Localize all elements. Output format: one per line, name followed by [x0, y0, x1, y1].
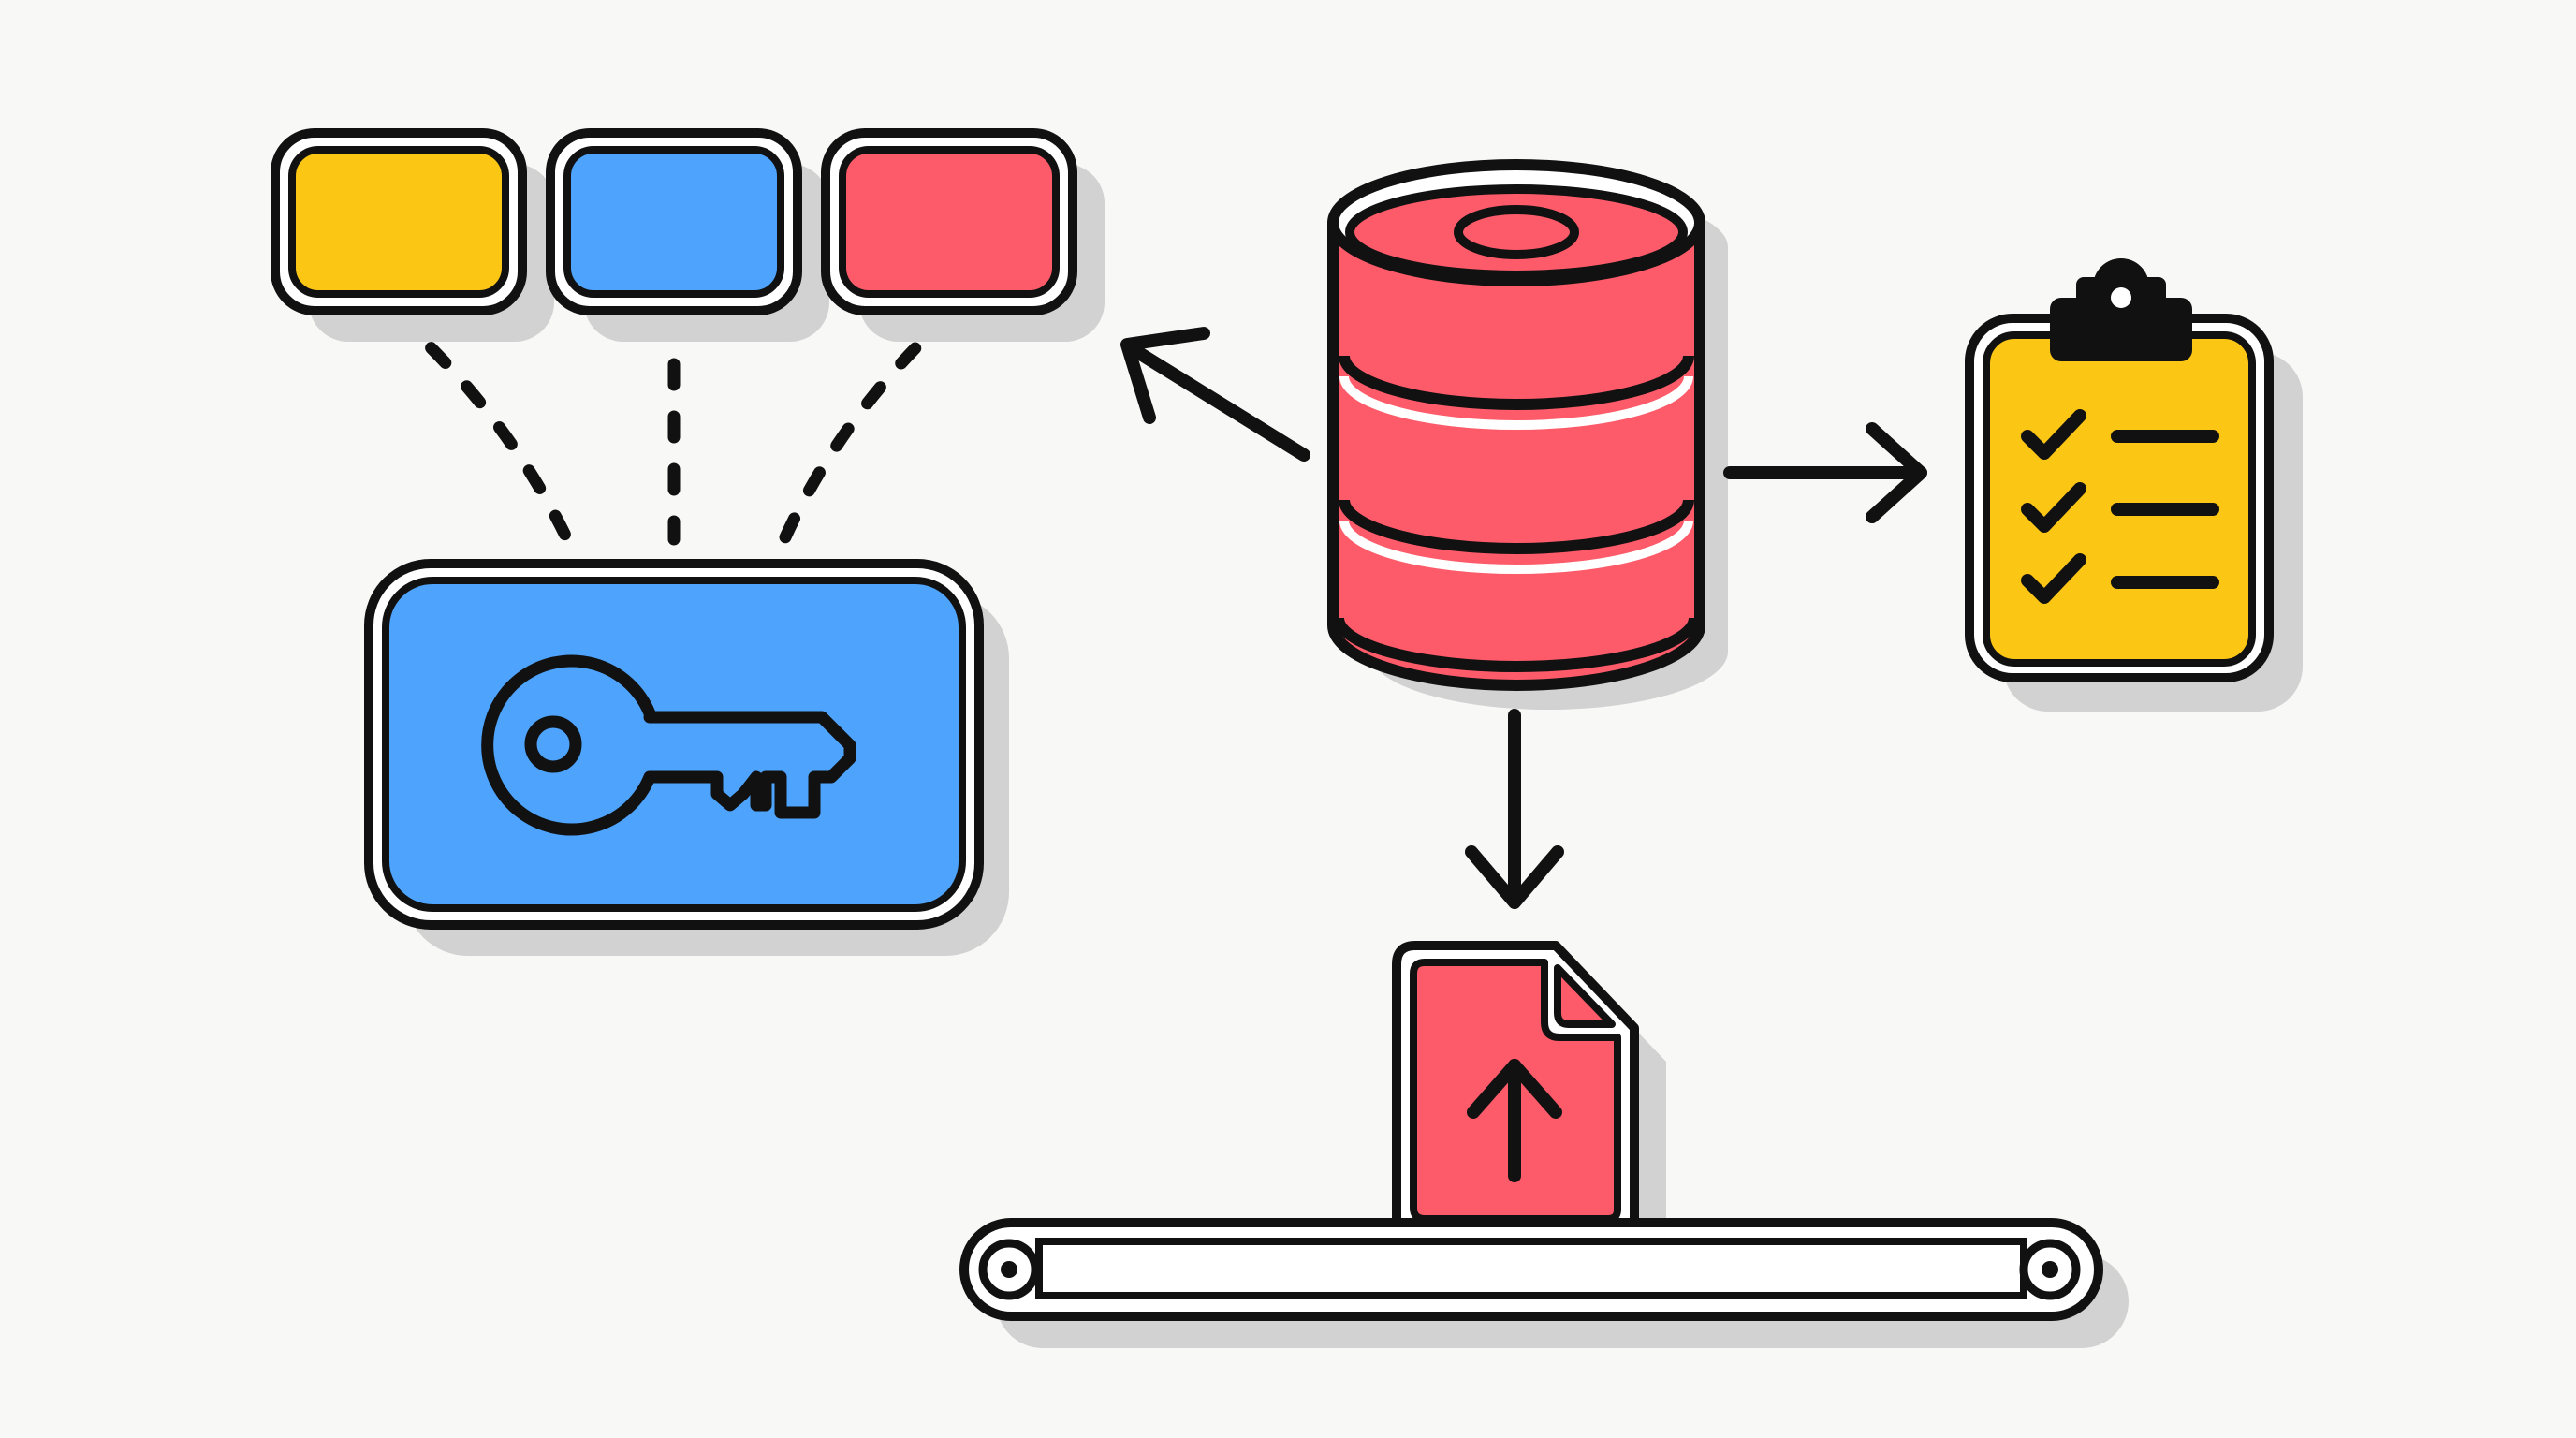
arrow-to-tags [1120, 327, 1310, 462]
database-top-hole [1454, 205, 1579, 259]
key-card-fill [382, 577, 966, 912]
database [1327, 159, 1728, 710]
check-icon [2021, 482, 2086, 533]
conveyor-roller-left [978, 1239, 1040, 1300]
conveyor-belt [959, 1218, 2129, 1348]
database-band-highlight-2 [1339, 520, 1693, 574]
clipboard-checklist [1965, 258, 2303, 712]
connector-red-to-key [778, 305, 959, 546]
clipboard-fill [1983, 331, 2256, 667]
tag-yellow-fill [288, 146, 509, 298]
dashed-connectors [387, 305, 959, 546]
database-band-highlight [1339, 375, 1693, 430]
file-fold [1554, 964, 1616, 1028]
tag-red-fill [839, 146, 1060, 298]
key-icon [481, 654, 856, 836]
database-bands [1333, 355, 1700, 672]
connector-yellow-to-key [387, 305, 574, 546]
upload-file [1392, 941, 1666, 1249]
upload-arrow-icon [1467, 1059, 1562, 1182]
conveyor-belt-inner [1035, 1238, 2027, 1299]
tag-blue-fill [564, 146, 784, 298]
checklist-items [2021, 409, 2219, 604]
tag-yellow [271, 128, 554, 342]
arrows [1120, 327, 1927, 909]
arrow-to-file [1465, 709, 1564, 909]
clipboard-clip-icon [2050, 258, 2192, 361]
arrow-to-checklist [1723, 422, 1927, 523]
check-icon [2021, 409, 2086, 460]
key-card [364, 559, 1009, 956]
check-icon [2021, 553, 2086, 604]
tag-blue [546, 128, 829, 342]
conveyor-roller-right [2019, 1239, 2081, 1300]
tag-red [821, 128, 1105, 342]
